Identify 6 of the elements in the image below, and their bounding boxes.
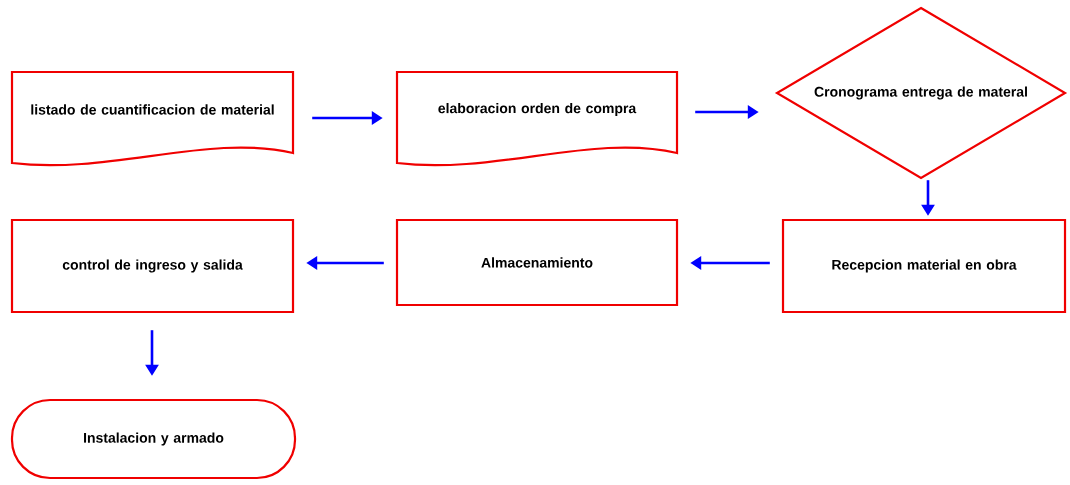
document-box: listado de cuantificacion de material [10,70,295,167]
process-box: control de ingreso y salida [10,218,295,314]
process-box: Recepcion material en obra [781,218,1067,314]
terminal-box: Instalacion y armado [10,398,297,480]
process-box: Almacenamiento [395,218,679,307]
document-box: elaboracion orden de compra [395,70,679,167]
